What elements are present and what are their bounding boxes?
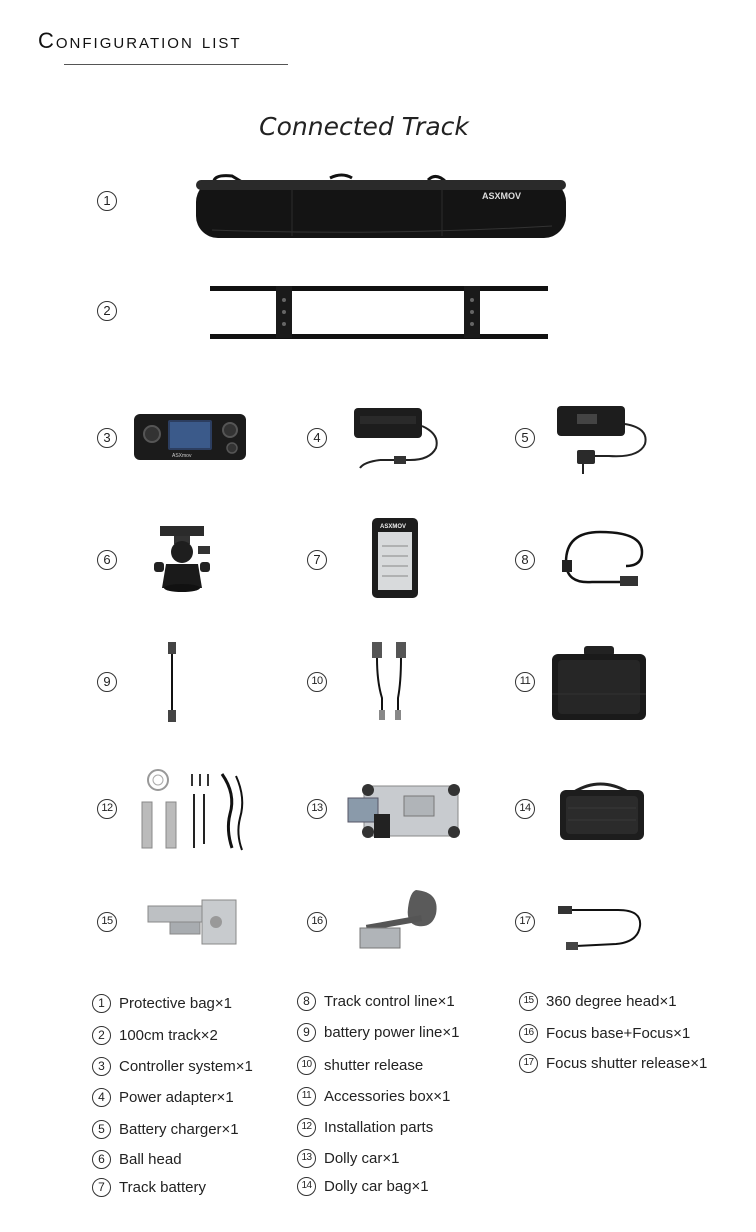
list-text: Ball head (119, 1151, 182, 1168)
list-text: Controller system×1 (119, 1058, 253, 1075)
marker-16: 16 (307, 912, 327, 932)
marker-4: 4 (307, 428, 327, 448)
bag-brand-label: ASXMOV (482, 191, 521, 201)
ball-head-image (154, 526, 210, 592)
list-item: 1 Protective bag×1 (92, 994, 232, 1013)
list-item: 8 Track control line×1 (297, 992, 455, 1011)
list-number: 3 (92, 1057, 111, 1076)
battery-power-line-image (168, 642, 176, 722)
list-text: Dolly car bag×1 (324, 1178, 429, 1195)
list-number: 13 (297, 1149, 316, 1168)
list-number: 12 (297, 1118, 316, 1137)
list-text: Track control line×1 (324, 993, 455, 1010)
list-text: Accessories box×1 (324, 1088, 451, 1105)
list-item: 15 360 degree head×1 (519, 992, 677, 1011)
protective-bag-image: ASXMOV (196, 173, 566, 238)
list-item: 14 Dolly car bag×1 (297, 1177, 429, 1196)
marker-7: 7 (307, 550, 327, 570)
list-number: 10 (297, 1056, 316, 1075)
controller-brand-label: ASXmov (172, 453, 192, 459)
marker-9: 9 (97, 672, 117, 692)
list-item: 2 100cm track×2 (92, 1026, 218, 1045)
list-item: 11 Accessories box×1 (297, 1087, 450, 1106)
list-number: 2 (92, 1026, 111, 1045)
marker-10: 10 (307, 672, 327, 692)
dolly-car-image (347, 784, 460, 838)
dolly-car-bag-image (560, 782, 644, 840)
control-line-image (562, 530, 644, 586)
list-item: 17 Focus shutter release×1 (519, 1054, 707, 1073)
list-item: 16 Focus base+Focus×1 (519, 1024, 690, 1043)
marker-6: 6 (97, 550, 117, 570)
controller-image: ASXmov (134, 414, 246, 460)
list-item: 3 Controller system×1 (92, 1057, 253, 1076)
battery-charger-image (557, 406, 647, 474)
section-title: Connected Track (259, 112, 469, 141)
marker-8: 8 (515, 550, 535, 570)
list-number: 4 (92, 1088, 111, 1107)
list-text: battery power line×1 (324, 1024, 460, 1041)
battery-brand-label: ASXMOV (380, 524, 406, 530)
marker-17: 17 (515, 912, 535, 932)
list-text: Protective bag×1 (119, 995, 232, 1012)
marker-2: 2 (97, 301, 117, 321)
list-item: 4 Power adapter×1 (92, 1088, 234, 1107)
list-number: 9 (297, 1023, 316, 1042)
power-adapter-image (354, 408, 438, 469)
focus-shutter-release-image (558, 906, 642, 950)
list-number: 1 (92, 994, 111, 1013)
list-text: Focus shutter release×1 (546, 1055, 708, 1072)
list-text: 360 degree head×1 (546, 993, 677, 1010)
list-item: 5 Battery charger×1 (92, 1120, 239, 1139)
shutter-release-image (372, 642, 406, 720)
marker-1: 1 (97, 191, 117, 211)
list-text: Battery charger×1 (119, 1121, 239, 1138)
marker-15: 15 (97, 912, 117, 932)
list-number: 7 (92, 1178, 111, 1197)
marker-5: 5 (515, 428, 535, 448)
title-underline (64, 64, 288, 65)
list-number: 8 (297, 992, 316, 1011)
installation-parts-image (141, 769, 244, 851)
list-number: 14 (297, 1177, 316, 1196)
list-number: 6 (92, 1150, 111, 1169)
list-number: 5 (92, 1120, 111, 1139)
list-text: Installation parts (324, 1119, 434, 1136)
marker-14: 14 (515, 799, 535, 819)
list-item: 12 Installation parts (297, 1118, 433, 1137)
list-item: 7 Track battery (92, 1178, 206, 1197)
marker-3: 3 (97, 428, 117, 448)
accessories-box-image (552, 646, 646, 720)
list-number: 16 (519, 1024, 538, 1043)
list-text: Track battery (119, 1179, 206, 1196)
list-number: 15 (519, 992, 538, 1011)
marker-13: 13 (307, 799, 327, 819)
list-text: shutter release (324, 1057, 424, 1074)
list-number: 17 (519, 1054, 538, 1073)
list-item: 10 shutter release (297, 1056, 423, 1075)
list-item: 13 Dolly car×1 (297, 1149, 399, 1168)
page-title: Configuration list (38, 28, 242, 53)
focus-base-image (359, 890, 437, 949)
list-item: 6 Ball head (92, 1150, 182, 1169)
list-text: Power adapter×1 (119, 1089, 234, 1106)
list-text: Focus base+Focus×1 (546, 1025, 691, 1042)
list-number: 11 (297, 1087, 316, 1106)
marker-12: 12 (97, 799, 117, 819)
list-item: 9 battery power line×1 (297, 1023, 460, 1042)
marker-11: 11 (515, 672, 535, 692)
list-text: 100cm track×2 (119, 1027, 218, 1044)
list-text: Dolly car×1 (324, 1150, 400, 1167)
track-image (210, 286, 548, 339)
360-head-image (147, 899, 237, 945)
track-battery-image: ASXMOV (372, 518, 418, 598)
